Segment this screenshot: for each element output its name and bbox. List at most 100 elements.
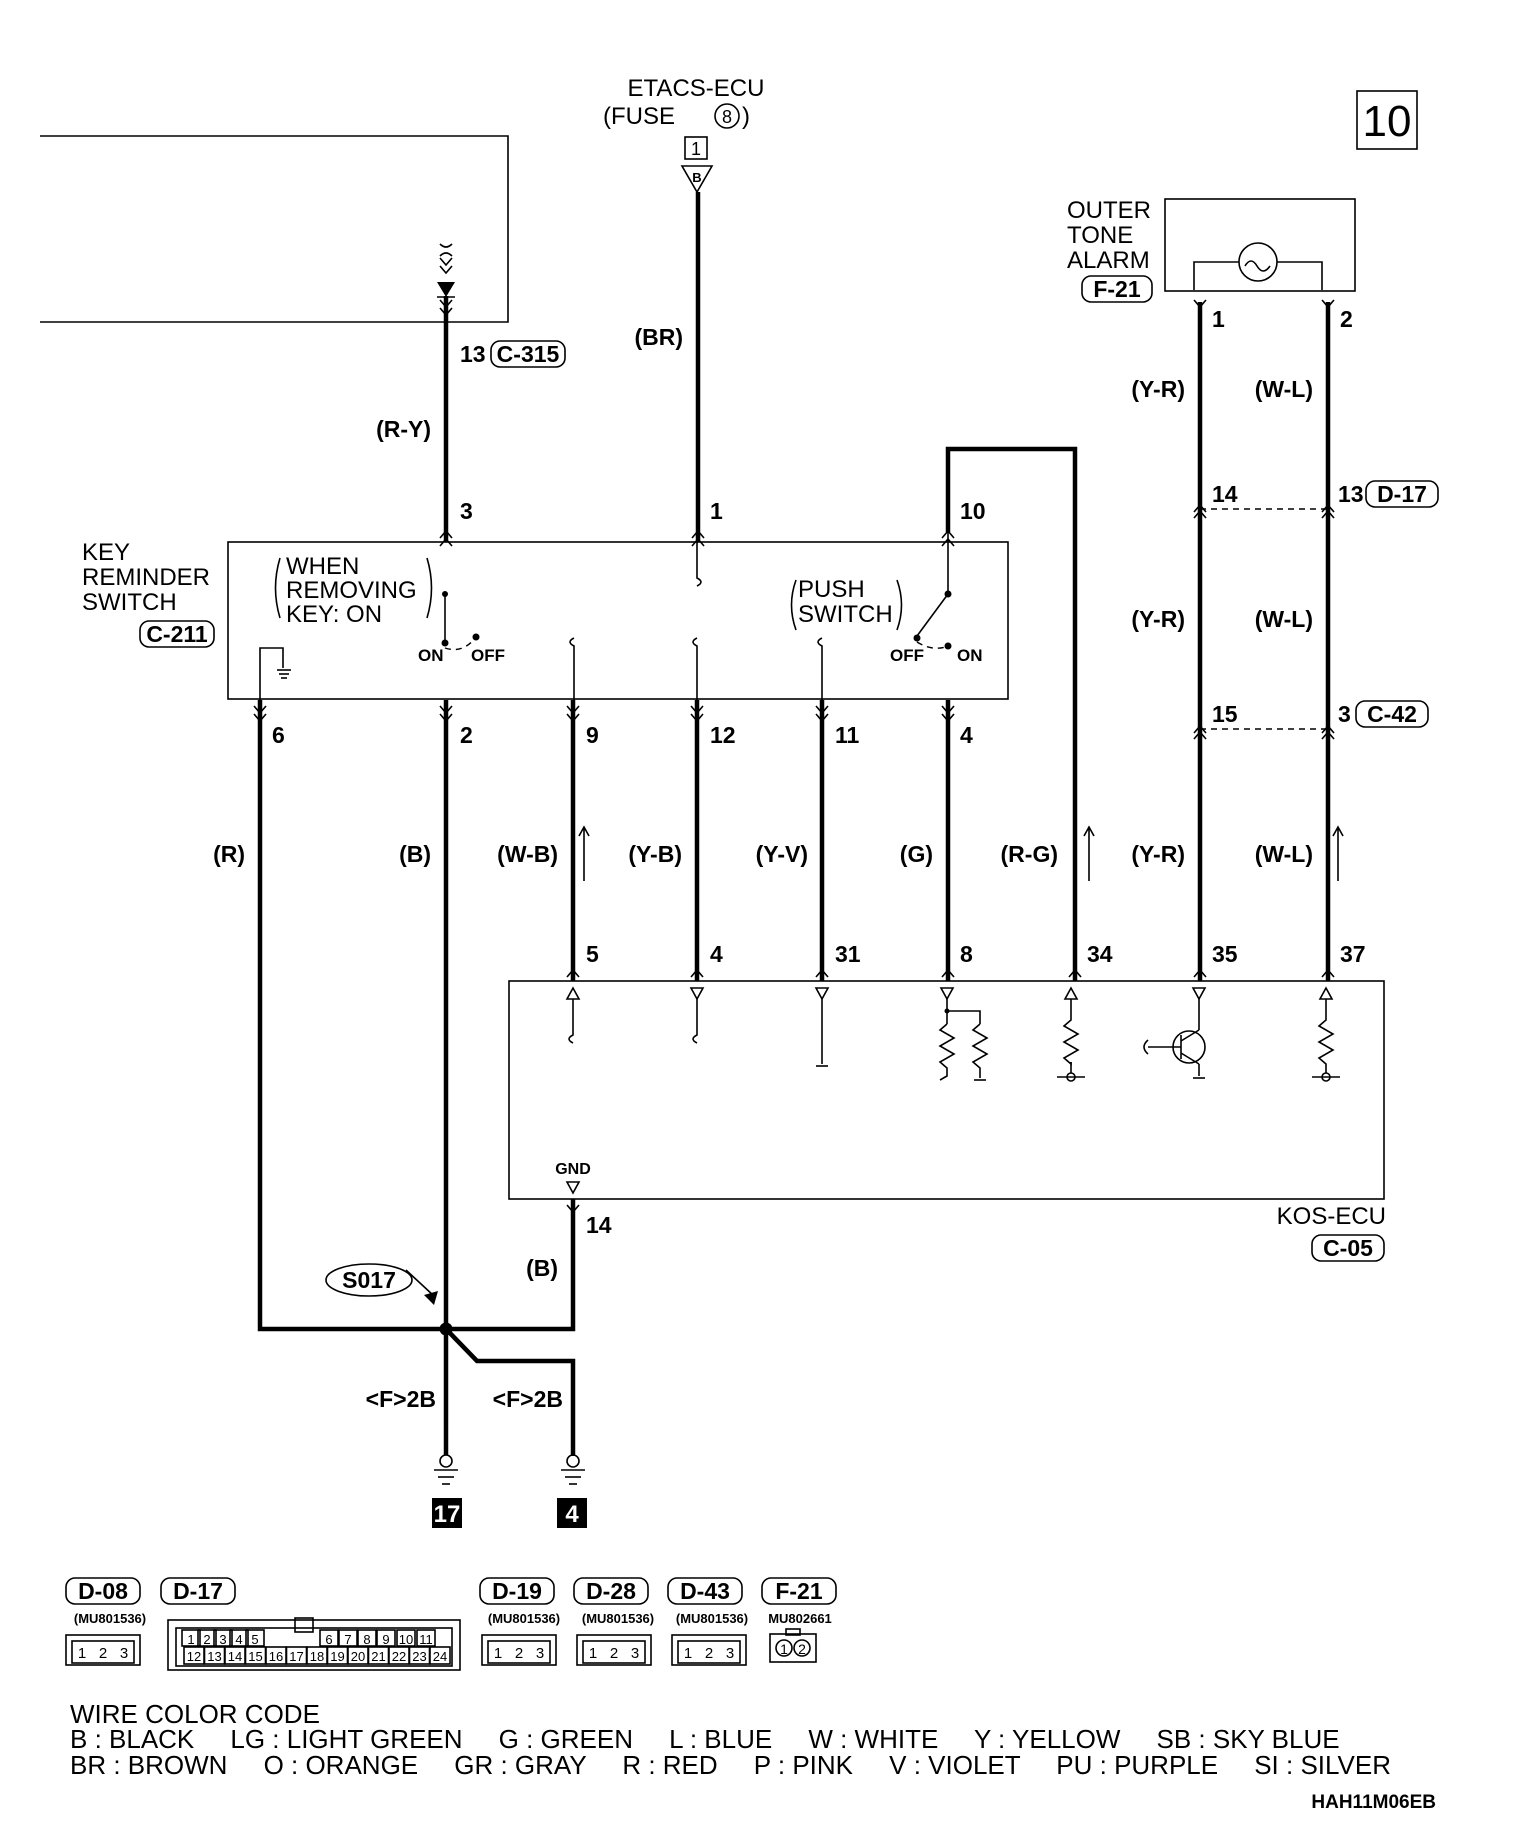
legend-d17-pin: 18 <box>310 1649 324 1664</box>
upstream-component-outline <box>40 135 509 323</box>
pin-krs-4: 4 <box>960 722 973 748</box>
legend-d17-pin-cell <box>416 1629 436 1647</box>
removing-note-line3: KEY: ON <box>286 601 382 628</box>
removing-switch-on-label: ON <box>418 646 444 665</box>
legend-d43-name: D-43 <box>680 1578 730 1604</box>
splice-s017: S017 <box>342 1267 396 1293</box>
wire-yv: (Y-V) <box>756 841 808 867</box>
pin-d17-13: 13 <box>1338 481 1364 507</box>
legend-d17-pin: 21 <box>371 1649 385 1664</box>
outer-tone-alarm: OUTER TONE ALARM F-21 <box>1067 197 1356 303</box>
legend-d19-pin3: 3 <box>536 1645 544 1662</box>
pin-kos-31: 31 <box>835 941 861 967</box>
kos-ecu-connector: C-05 <box>1323 1235 1373 1261</box>
legend-d17-pin: 20 <box>351 1649 365 1664</box>
etacs-terminal-number: 1 <box>691 139 701 159</box>
outer-tone-alarm-connector: F-21 <box>1093 276 1141 302</box>
legend-d17-pin-cell <box>396 1629 416 1647</box>
ground-right-number: 4 <box>565 1501 579 1528</box>
legend-d17-pin: 1 <box>187 1632 194 1647</box>
kos-ecu-label: KOS-ECU <box>1277 1203 1386 1230</box>
etacs-ecu-source: ETACS-ECU (FUSE 8 ) 1 B <box>603 75 765 194</box>
legend-f21-part: MU802661 <box>768 1611 832 1626</box>
drawing-code: HAH11M06EB <box>1311 1792 1436 1813</box>
etacs-fuse-label: (FUSE <box>603 103 675 130</box>
pin-c42-3: 3 <box>1338 701 1351 727</box>
legend-d43-part: (MU801536) <box>676 1611 748 1626</box>
legend-d28-pin2: 2 <box>610 1645 618 1662</box>
pin-c315-13: 13 <box>460 341 486 367</box>
legend-d17-name: D-17 <box>173 1578 223 1604</box>
ground-section: S017 <F>2B <F>2B 17 4 <box>325 1263 587 1528</box>
pin-ota-1: 1 <box>1212 306 1225 332</box>
push-switch-on-label: ON <box>957 646 983 665</box>
pin-krs-3: 3 <box>460 498 473 524</box>
push-switch-line1: PUSH <box>798 576 865 603</box>
legend-d17-pin: 23 <box>412 1649 426 1664</box>
connector-c42: C-42 <box>1367 701 1417 727</box>
etacs-fuse-number: 8 <box>722 107 732 127</box>
page-number-box: 10 <box>1356 90 1418 150</box>
legend-d28-pin3: 3 <box>631 1645 639 1662</box>
pin-labels: 13 C-315 3 1 10 6 2 9 12 11 4 1 2 14 13 … <box>272 306 1439 1238</box>
outer-tone-alarm-line2: TONE <box>1067 222 1133 249</box>
legend-d17-pin: 4 <box>235 1632 242 1647</box>
legend-d17-pin: 13 <box>207 1649 221 1664</box>
legend-d17-pin: 6 <box>325 1632 332 1647</box>
pin-krs-1: 1 <box>710 498 723 524</box>
legend-d17-pin-cell <box>319 1629 339 1647</box>
legend-d19-pin1: 1 <box>494 1645 502 1662</box>
kos-ecu-gnd-label: GND <box>555 1161 591 1178</box>
connector-d17: D-17 <box>1377 481 1427 507</box>
legend-d28-pin1: 1 <box>589 1645 597 1662</box>
legend-d17-pin: 11 <box>419 1632 433 1647</box>
legend-d17-pin: 19 <box>330 1649 344 1664</box>
legend-d08-name: D-08 <box>78 1578 128 1604</box>
wire-g: (G) <box>900 841 933 867</box>
wire-yr-low: (Y-R) <box>1131 841 1185 867</box>
wire-r: (R) <box>213 841 245 867</box>
wire-color-code-title: WIRE COLOR CODE <box>70 1699 320 1729</box>
key-reminder-switch-connector: C-211 <box>146 621 208 647</box>
ground-right-label: <F>2B <box>493 1386 563 1412</box>
etacs-ecu-label: ETACS-ECU <box>628 75 765 102</box>
legend-d17-pin: 5 <box>251 1632 258 1647</box>
pin-krs-10: 10 <box>960 498 986 524</box>
key-reminder-switch: KEY REMINDER SWITCH C-211 WHEN REMOVING … <box>82 532 1009 700</box>
wire-color-code-row2: BR : BROWN O : ORANGE GR : GRAY R : RED … <box>70 1750 1391 1780</box>
legend-d17-pin-cell <box>245 1629 265 1647</box>
pin-kos-34: 34 <box>1087 941 1113 967</box>
legend-d19-pin2: 2 <box>515 1645 523 1662</box>
ground-right-icon <box>566 1454 580 1468</box>
legend-d17-pin: 7 <box>344 1632 351 1647</box>
pin-krs-2: 2 <box>460 722 473 748</box>
key-reminder-switch-line1: KEY <box>82 539 130 566</box>
ground-left-label: <F>2B <box>366 1386 436 1412</box>
legend-d17-pin-cell <box>357 1629 377 1647</box>
buzzer-icon <box>1238 242 1278 282</box>
pin-kos-35: 35 <box>1212 941 1238 967</box>
ground-left-icon <box>439 1454 453 1468</box>
legend-d17-pin: 24 <box>433 1649 447 1664</box>
ground-left-number: 17 <box>434 1501 461 1528</box>
wire-ry: (R-Y) <box>376 416 431 442</box>
legend-d28-part: (MU801536) <box>582 1611 654 1626</box>
wire-b-gnd: (B) <box>526 1255 558 1281</box>
legend-d17-pin-cell <box>429 1646 451 1665</box>
page-number: 10 <box>1363 97 1412 146</box>
legend-f21-pin2: 2 <box>798 1641 806 1657</box>
wires <box>253 192 1344 1456</box>
legend-d17-pin-cell <box>197 1629 217 1647</box>
legend-d17-pin: 8 <box>363 1632 370 1647</box>
legend-d28-name: D-28 <box>586 1578 636 1604</box>
legend-d19-name: D-19 <box>492 1578 542 1604</box>
legend-d17-pin: 14 <box>228 1649 242 1664</box>
legend-d43-pin3: 3 <box>726 1645 734 1662</box>
wire-wl-low: (W-L) <box>1255 841 1313 867</box>
etacs-fuse-close: ) <box>742 103 750 130</box>
wire-color-labels: (R-Y) (BR) (Y-R) (W-L) (Y-R) (W-L) (R) (… <box>213 324 1313 1281</box>
